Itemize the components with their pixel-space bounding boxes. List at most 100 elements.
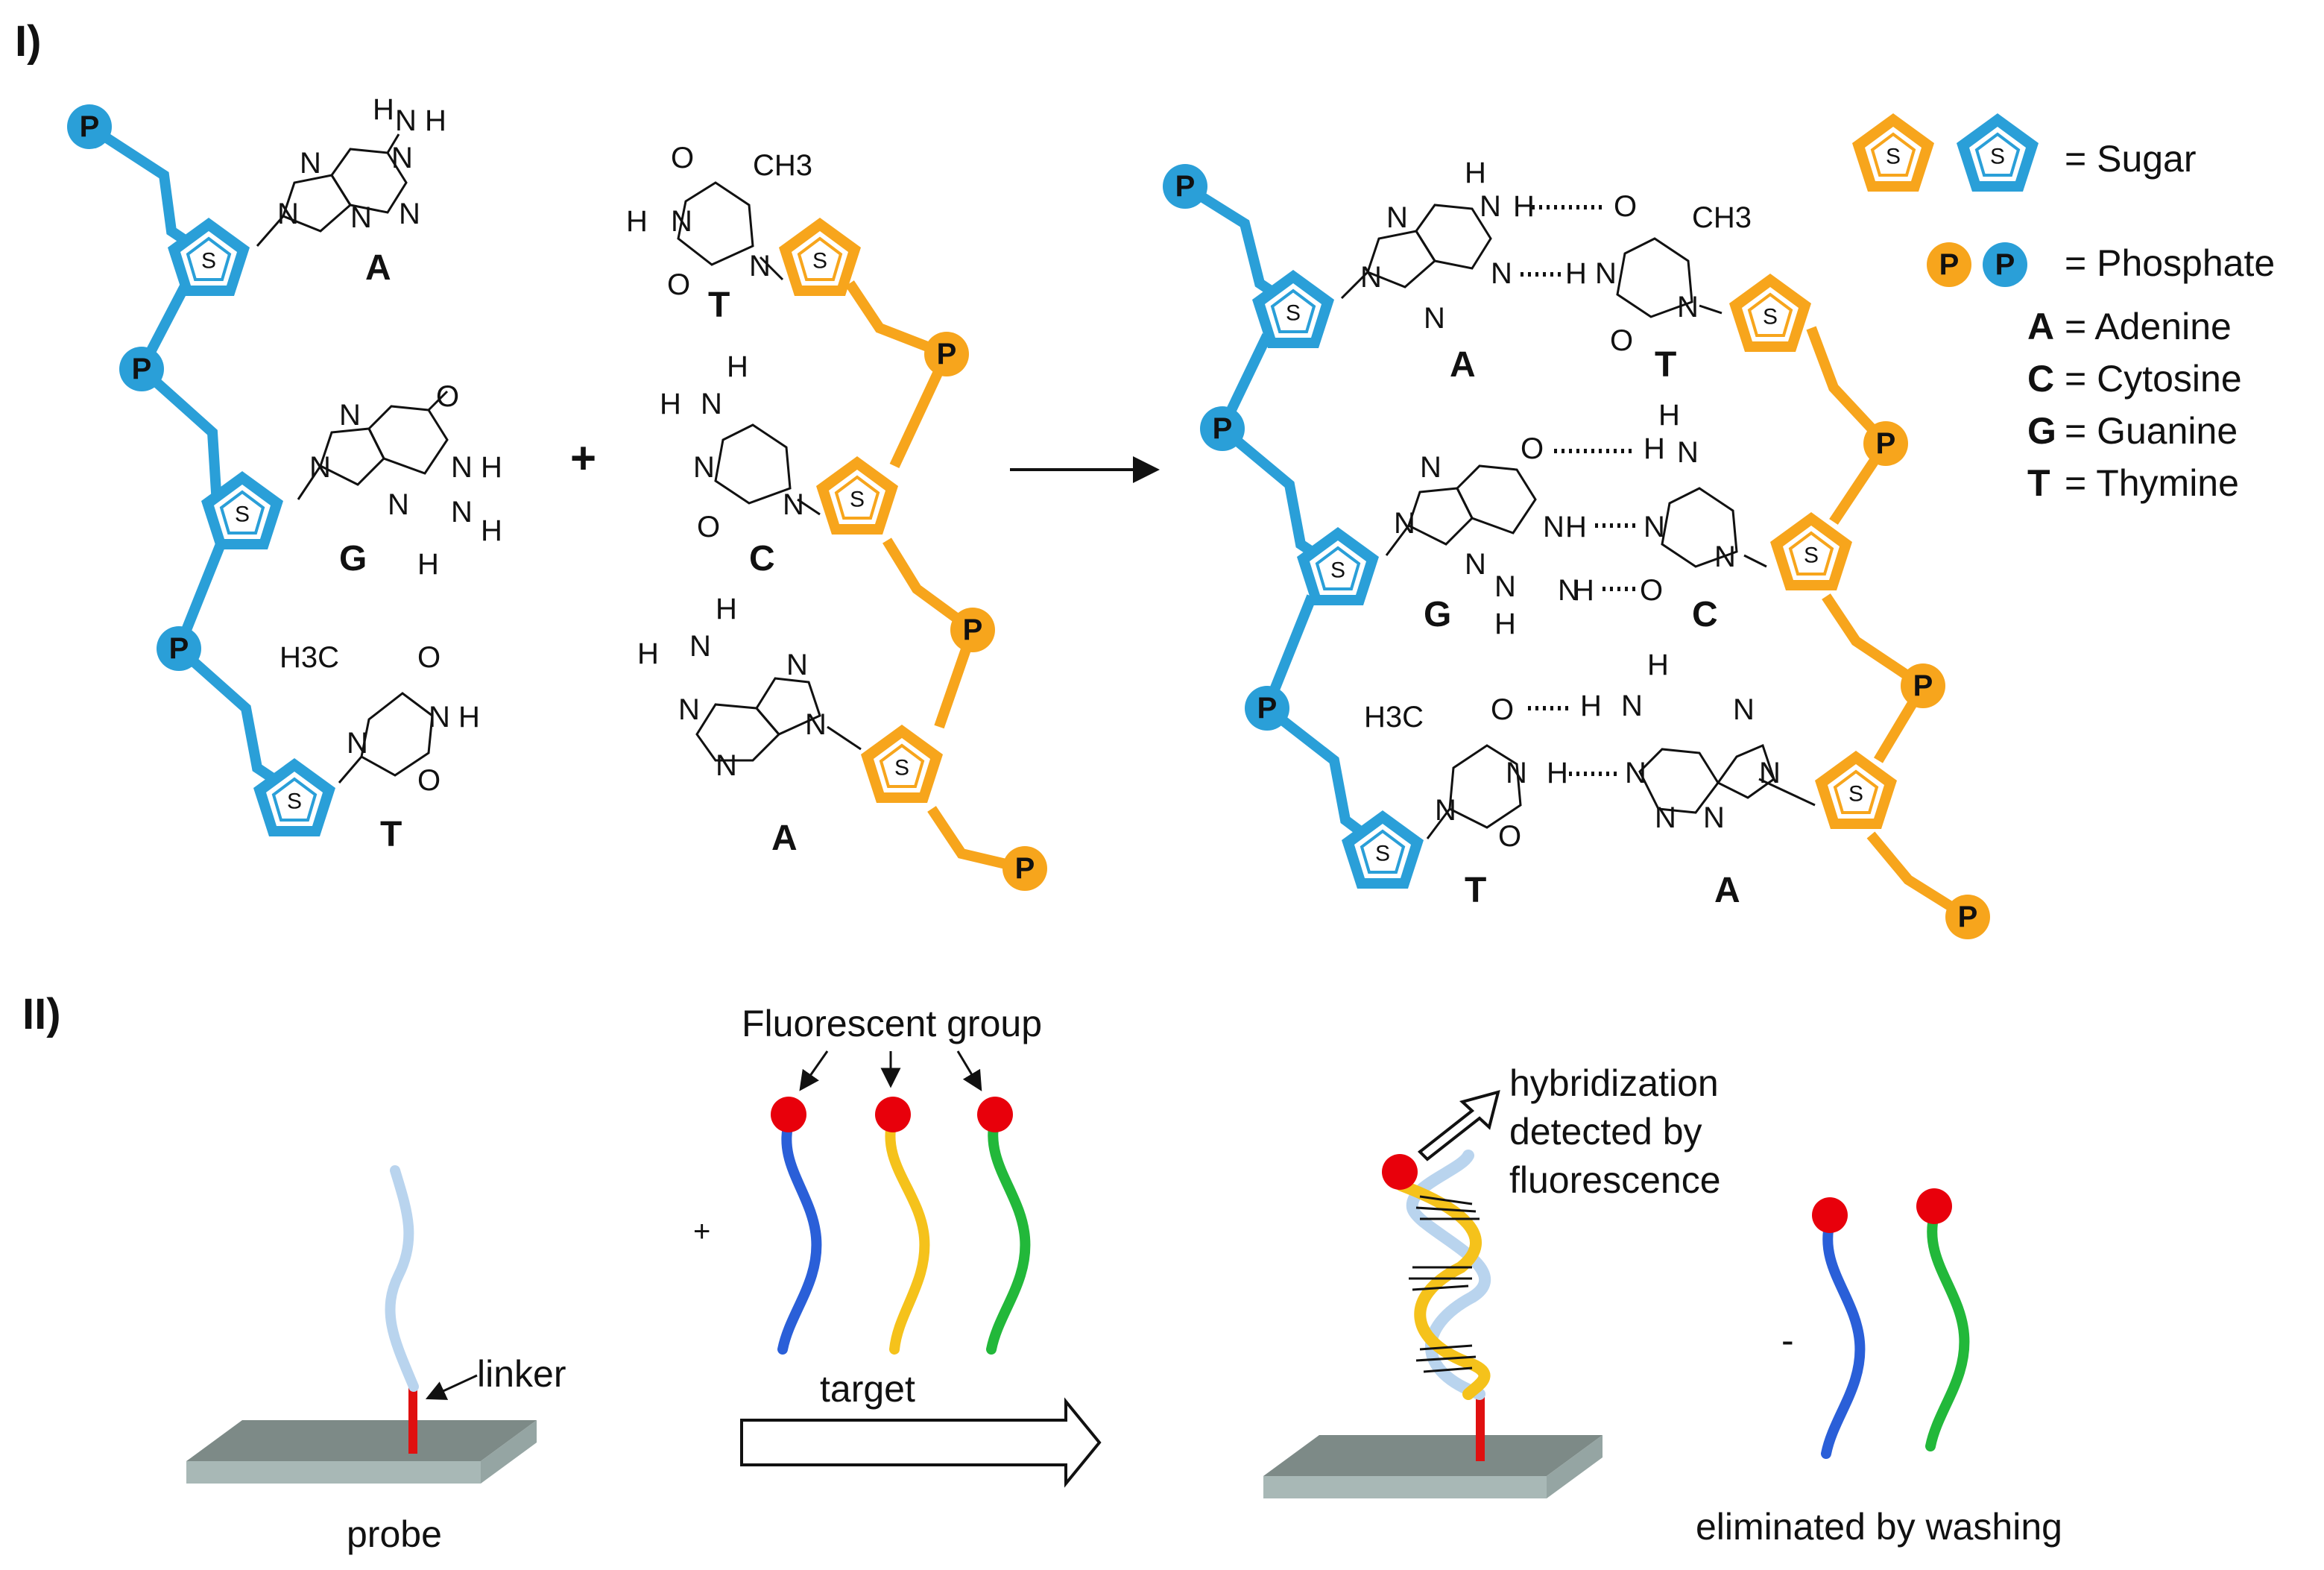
legend-base-letter-a: A: [2027, 306, 2054, 347]
washed-fluor-dot-1: [1812, 1197, 1848, 1233]
target-strand-yellow: [885, 1113, 930, 1355]
strand2-base-label-3: A: [771, 819, 798, 858]
duplex-left-phosphate-3: P: [1245, 686, 1289, 731]
target-strand-blue: [777, 1113, 822, 1355]
legend-sugar-blue-icon: S: [1955, 112, 2040, 193]
svg-text:S: S: [1804, 543, 1819, 568]
svg-text:N: N: [1677, 436, 1699, 469]
double-helix-icon: [1395, 1150, 1491, 1400]
svg-text:P: P: [937, 338, 957, 371]
linker-pointer-arrow: [425, 1374, 478, 1400]
strand1-backbone: [86, 122, 294, 795]
strand1-base-t: H3C O N H O N: [280, 641, 480, 797]
svg-text:S: S: [1848, 782, 1863, 807]
legend-phosphate-text: = Phosphate: [2065, 242, 2275, 284]
duplex-pair-3: H3C O N O N H N H N H N N N N: [1364, 649, 1816, 853]
panel1-plus: +: [570, 433, 596, 483]
linker-label: linker: [477, 1353, 566, 1395]
svg-text:N: N: [391, 142, 413, 174]
svg-text:N: N: [388, 488, 409, 521]
fluorescent-group-label: Fluorescent group: [742, 1003, 1042, 1044]
svg-text:H: H: [1565, 511, 1587, 543]
svg-text:N: N: [693, 451, 715, 484]
svg-text:O: O: [417, 641, 441, 674]
svg-text:H: H: [626, 205, 648, 238]
svg-text:N: N: [1480, 190, 1501, 223]
legend-base-name-t: = Thymine: [2065, 462, 2239, 504]
svg-text:N: N: [1360, 261, 1382, 294]
strand2-sugar-3: S: [859, 723, 944, 804]
svg-text:H: H: [417, 548, 439, 581]
svg-text:H: H: [481, 514, 502, 547]
svg-text:N: N: [1677, 291, 1699, 324]
svg-text:N: N: [451, 451, 473, 484]
svg-text:N: N: [1595, 257, 1617, 290]
svg-text:P: P: [1939, 248, 1960, 281]
svg-text:N: N: [1621, 690, 1643, 722]
svg-text:H3C: H3C: [280, 641, 339, 674]
svg-text:N: N: [701, 388, 722, 420]
eliminated-label: eliminated by washing: [1696, 1506, 2062, 1548]
svg-text:N: N: [277, 198, 299, 230]
svg-text:S: S: [1286, 301, 1301, 326]
hybridization-line-2: detected by: [1509, 1111, 1702, 1153]
duplex-left-phosphate-1: P: [1163, 164, 1207, 209]
svg-text:S: S: [235, 502, 250, 527]
svg-text:N: N: [1733, 693, 1755, 726]
svg-text:N: N: [783, 488, 804, 521]
hybrid-fluor-dot: [1382, 1154, 1418, 1190]
strand1-base-label-3: T: [380, 815, 402, 854]
svg-text:CH3: CH3: [753, 149, 812, 182]
duplex-right-sugar-2: S: [1769, 511, 1854, 592]
svg-text:O: O: [1498, 820, 1521, 853]
strand1-sugar-1: S: [166, 216, 251, 297]
svg-text:P: P: [1257, 692, 1278, 725]
fluor-dot-3: [977, 1097, 1013, 1132]
svg-text:S: S: [201, 249, 216, 274]
svg-text:S: S: [1375, 842, 1390, 866]
hybridization-line-1: hybridization: [1509, 1062, 1719, 1104]
strand2-sugar-2: S: [815, 455, 900, 536]
svg-text:P: P: [1995, 248, 2015, 281]
svg-text:P: P: [1213, 412, 1233, 445]
svg-text:H: H: [1547, 757, 1568, 789]
svg-text:N: N: [678, 693, 700, 726]
svg-text:N: N: [339, 399, 361, 432]
legend: S S = Sugar P P = Phosphate A = Adenine …: [1851, 112, 2275, 504]
phosphate-label: P: [80, 110, 100, 143]
svg-text:H: H: [1647, 649, 1669, 681]
svg-text:H: H: [1580, 690, 1602, 722]
svg-text:N: N: [1386, 201, 1408, 234]
svg-text:N: N: [347, 727, 368, 760]
svg-text:O: O: [697, 511, 720, 543]
duplex-right-phosphate-3: P: [1945, 895, 1990, 939]
svg-text:N: N: [1491, 257, 1512, 290]
duplex-right-phosphate-1: P: [1863, 421, 1908, 466]
svg-text:H: H: [727, 350, 748, 383]
probe-linker: [408, 1387, 417, 1454]
svg-text:N: N: [749, 250, 771, 283]
svg-text:P: P: [1913, 669, 1933, 702]
svg-text:N: N: [1558, 574, 1579, 607]
svg-text:O: O: [1521, 432, 1544, 465]
svg-text:S: S: [287, 789, 302, 814]
duplex-pair-1-left-label: A: [1450, 345, 1476, 385]
panel-label-1: I): [15, 17, 41, 66]
hybridization-line-3: fluorescence: [1509, 1159, 1721, 1201]
svg-text:N: N: [1424, 302, 1445, 335]
svg-text:S: S: [1990, 145, 2005, 169]
strand2-base-a: H N H N N N N: [637, 593, 862, 782]
svg-text:N: N: [1759, 757, 1781, 789]
svg-text:N: N: [786, 649, 808, 681]
svg-text:S: S: [1763, 305, 1778, 330]
svg-text:H: H: [425, 104, 446, 137]
strand1-phosphate-1: P: [67, 104, 112, 149]
svg-text:N: N: [1465, 548, 1486, 581]
svg-text:H: H: [1494, 608, 1516, 640]
svg-text:O: O: [436, 380, 459, 413]
svg-text:P: P: [132, 353, 152, 385]
hybrid-linker: [1476, 1394, 1485, 1461]
strand2-sugar-1: S: [777, 216, 862, 297]
legend-base-letter-c: C: [2027, 358, 2054, 400]
legend-base-letter-t: T: [2027, 462, 2050, 504]
